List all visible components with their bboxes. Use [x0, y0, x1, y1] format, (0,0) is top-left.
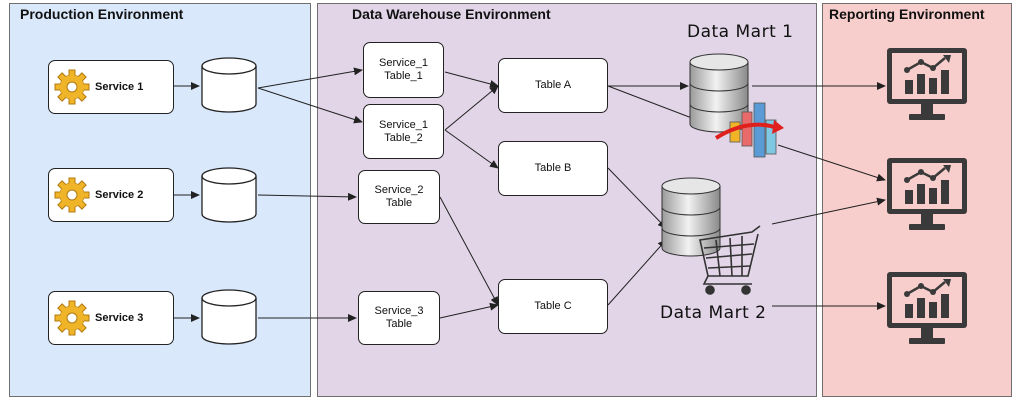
service-1-label: Service 1 [95, 80, 144, 93]
table-a-node: Table A [498, 58, 608, 113]
database-icon [201, 289, 257, 345]
table-a-label: Table A [534, 79, 572, 91]
table-b-label: Table B [534, 162, 572, 174]
arrow-s2t-tablec [439, 196, 499, 306]
arrow-s1t1-tablea [444, 71, 499, 88]
table-c-label: Table C [534, 300, 572, 312]
database-icon [201, 57, 257, 113]
arrow-db1-s1t1 [257, 67, 363, 89]
service3-table-label: Service_3 Table [374, 305, 424, 330]
arrow-db2-s2t [257, 192, 357, 201]
production-environment-title: Production Environment [20, 6, 184, 22]
dashboard-monitor-icon [885, 46, 969, 122]
arrow-mart1-report2 [777, 144, 886, 182]
data-mart-1-label: Data Mart 1 [687, 22, 794, 42]
service2-table-label: Service_2 Table [374, 184, 424, 209]
service-2-label: Service 2 [95, 188, 144, 201]
arrow-s1t2-tablea [444, 85, 499, 131]
service1-table2-node: Service_1 Table_2 [363, 104, 444, 159]
service2-table-node: Service_2 Table [358, 170, 440, 224]
arrow-mart2-report2 [771, 197, 886, 225]
arrow-db1-s1t2 [257, 87, 363, 124]
service1-table1-label: Service_1 Table_1 [379, 57, 428, 82]
data-mart-2-label: Data Mart 2 [660, 303, 767, 323]
database-icon [201, 167, 257, 223]
service-3-label: Service 3 [95, 311, 144, 324]
arrow-tablec-mart2 [607, 239, 667, 306]
reporting-environment-title: Reporting Environment [829, 6, 985, 22]
database-icon [689, 53, 749, 133]
dashboard-monitor-icon [885, 156, 969, 232]
service1-table2-label: Service_1 Table_2 [379, 118, 428, 144]
dashboard-monitor-icon [885, 270, 969, 346]
arrow-tableb-mart2 [607, 167, 667, 229]
shopping-cart-icon [699, 225, 761, 295]
table-c-node: Table C [498, 279, 608, 334]
warehouse-environment-title: Data Warehouse Environment [352, 6, 551, 22]
database-icon [661, 177, 721, 257]
chart-icon [714, 102, 784, 158]
arrow-s3t-tablec [439, 302, 499, 319]
table-b-node: Table B [498, 141, 608, 196]
service1-table1-node: Service_1 Table_1 [363, 42, 444, 98]
arrow-s1t2-tableb [444, 129, 499, 169]
service3-table-node: Service_3 Table [358, 291, 440, 345]
